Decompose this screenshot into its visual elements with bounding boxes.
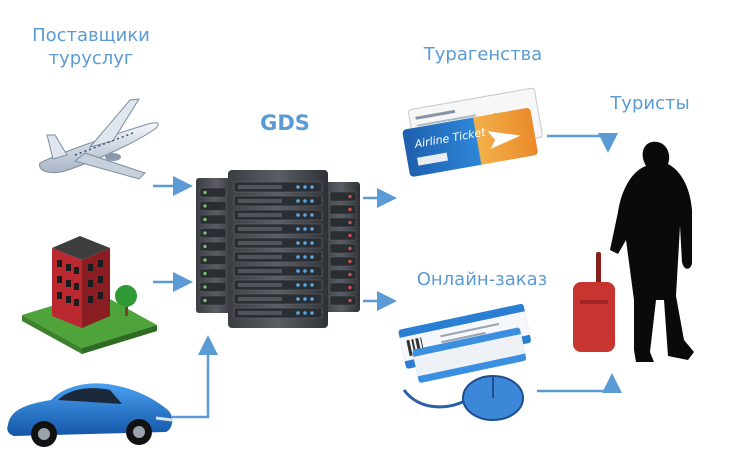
server-led	[348, 285, 352, 290]
server-slot	[199, 268, 227, 279]
server-led	[310, 185, 314, 189]
server-led	[296, 255, 300, 259]
arrow-agencies-to-tourists	[547, 133, 618, 153]
server-led	[296, 269, 300, 273]
server-slot	[329, 230, 357, 241]
server-led	[296, 199, 300, 203]
server-led	[310, 199, 314, 203]
server-slot	[329, 282, 357, 293]
agencies-label: Турагенства	[423, 44, 543, 65]
server-led	[348, 272, 352, 277]
server-slot	[199, 241, 227, 252]
server-led	[203, 231, 207, 235]
server-led	[348, 298, 352, 303]
tourist-silhouette-icon	[573, 141, 694, 362]
server-slot	[199, 282, 227, 292]
server-led	[203, 285, 207, 289]
suitcase-icon	[573, 252, 615, 352]
server-slot	[199, 228, 227, 238]
server-led	[303, 283, 307, 287]
server-led	[310, 283, 314, 287]
server-led	[296, 241, 300, 245]
server-slot	[199, 214, 227, 225]
server-slot	[329, 256, 357, 267]
server-led	[310, 311, 314, 315]
server-led	[203, 271, 207, 276]
server-slots	[199, 181, 357, 319]
server-slot	[199, 201, 227, 211]
server-led	[310, 213, 314, 217]
server-led	[348, 207, 352, 212]
arrow-online-to-tourists	[537, 373, 622, 393]
server-led	[348, 233, 352, 238]
server-led	[203, 298, 207, 303]
suppliers-label-line1: Поставщики	[32, 25, 150, 46]
server-led	[348, 220, 352, 225]
airplane-icon	[39, 98, 159, 180]
server-led	[303, 297, 307, 301]
server-rack-icon	[196, 170, 360, 328]
server-led	[310, 241, 314, 245]
server-led	[303, 269, 307, 273]
tourists-label: Туристы	[610, 93, 690, 114]
airline-ticket-icon: Airline Ticket	[402, 87, 543, 177]
server-slot	[199, 255, 227, 265]
server-led	[296, 311, 300, 315]
gds-label: GDS	[260, 111, 310, 135]
car-icon	[7, 383, 173, 447]
server-led	[296, 213, 300, 217]
server-led	[303, 227, 307, 231]
server-led	[303, 185, 307, 189]
building-icon	[22, 236, 157, 354]
server-slot	[329, 295, 357, 306]
server-led	[310, 297, 314, 301]
server-led	[296, 297, 300, 301]
server-led	[310, 269, 314, 273]
arrow-car-to-gds	[172, 335, 218, 419]
server-led	[296, 185, 300, 189]
server-led	[303, 199, 307, 203]
server-led	[303, 311, 307, 315]
server-led	[203, 258, 207, 262]
server-led	[303, 241, 307, 245]
server-slot	[329, 217, 357, 228]
server-led	[296, 283, 300, 287]
server-led	[203, 244, 207, 249]
server-led	[203, 217, 207, 222]
server-led	[203, 204, 207, 208]
server-slot	[329, 243, 357, 254]
server-led	[203, 190, 207, 195]
server-led	[348, 194, 352, 199]
server-slot	[329, 269, 357, 280]
server-led	[348, 246, 352, 251]
server-slot	[199, 187, 227, 198]
server-led	[310, 255, 314, 259]
server-slot	[329, 204, 357, 215]
server-led	[296, 227, 300, 231]
online-order-label: Онлайн-заказ	[416, 269, 548, 290]
suppliers-label-line2: туруслуг	[48, 48, 134, 69]
server-led	[303, 213, 307, 217]
suppliers-label: Поставщики туруслуг	[26, 24, 156, 70]
server-slot	[199, 295, 227, 306]
server-led	[310, 227, 314, 231]
server-slot	[329, 191, 357, 202]
server-led	[303, 255, 307, 259]
server-led	[348, 259, 352, 264]
online-order-icon	[398, 303, 531, 421]
connector-arrows	[153, 133, 622, 419]
